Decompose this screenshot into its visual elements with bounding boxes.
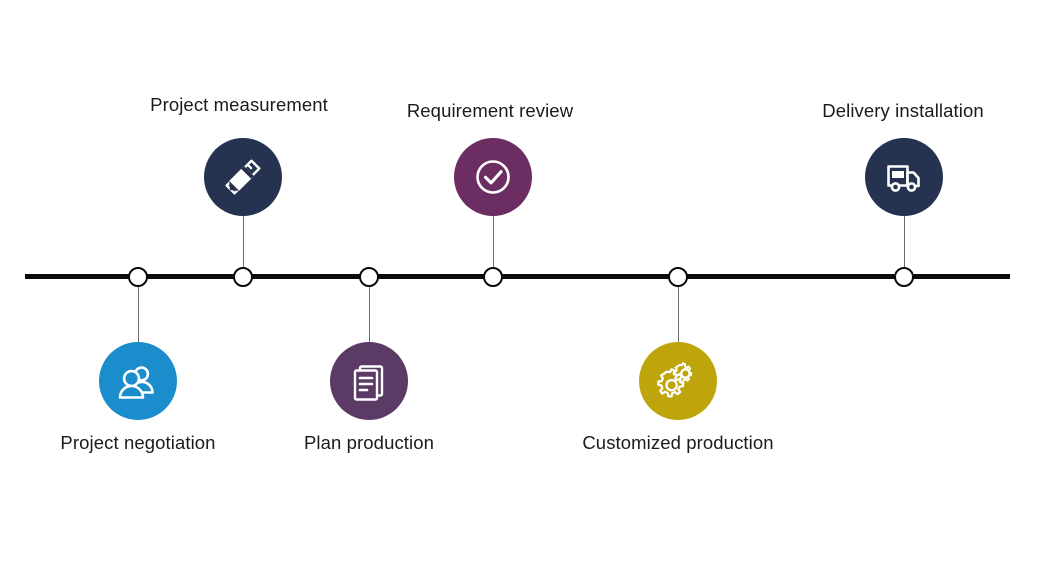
step-label-project-measurement: Project measurement (150, 94, 328, 115)
timeline-node-customized-production[interactable] (668, 267, 688, 287)
icon-bubble-project-negotiation[interactable] (99, 342, 177, 420)
connector-project-measurement (243, 205, 244, 270)
connector-customized-production (678, 286, 679, 348)
step-label-delivery-installation: Delivery installation (822, 100, 984, 121)
icon-bubble-delivery-installation[interactable] (865, 138, 943, 216)
pencil-ruler-icon (220, 154, 266, 200)
connector-project-negotiation (138, 286, 139, 348)
delivery-truck-icon (881, 154, 927, 200)
step-label-plan-production: Plan production (303, 432, 435, 453)
documents-icon (347, 359, 391, 403)
users-icon (115, 358, 161, 404)
connector-requirement-review (493, 205, 494, 270)
icon-bubble-customized-production[interactable] (639, 342, 717, 420)
step-label-customized-production: Customized production (582, 432, 774, 453)
icon-bubble-project-measurement[interactable] (204, 138, 282, 216)
connector-delivery-installation (904, 205, 905, 270)
icon-bubble-plan-production[interactable] (330, 342, 408, 420)
timeline-axis (25, 274, 1010, 279)
connector-plan-production (369, 286, 370, 348)
timeline-node-project-negotiation[interactable] (128, 267, 148, 287)
timeline-node-requirement-review[interactable] (483, 267, 503, 287)
timeline-node-project-measurement[interactable] (233, 267, 253, 287)
step-label-project-negotiation: Project negotiation (60, 432, 216, 453)
icon-bubble-requirement-review[interactable] (454, 138, 532, 216)
check-circle-icon (470, 154, 516, 200)
gears-icon (654, 357, 702, 405)
timeline-node-delivery-installation[interactable] (894, 267, 914, 287)
timeline-node-plan-production[interactable] (359, 267, 379, 287)
step-label-requirement-review: Requirement review (406, 100, 574, 121)
